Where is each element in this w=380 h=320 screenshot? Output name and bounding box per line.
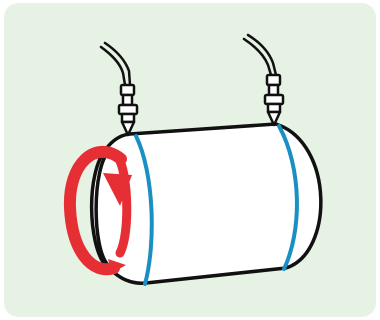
right-band bbox=[277, 124, 299, 271]
cylinder-left-end bbox=[94, 149, 111, 267]
right-probe-icon bbox=[242, 33, 285, 127]
illustration-panel bbox=[4, 3, 376, 317]
cylinder-probe-illustration bbox=[4, 3, 376, 317]
left-band bbox=[134, 134, 154, 286]
rotation-arrow-icon bbox=[63, 145, 132, 276]
left-probe-icon bbox=[99, 41, 139, 137]
